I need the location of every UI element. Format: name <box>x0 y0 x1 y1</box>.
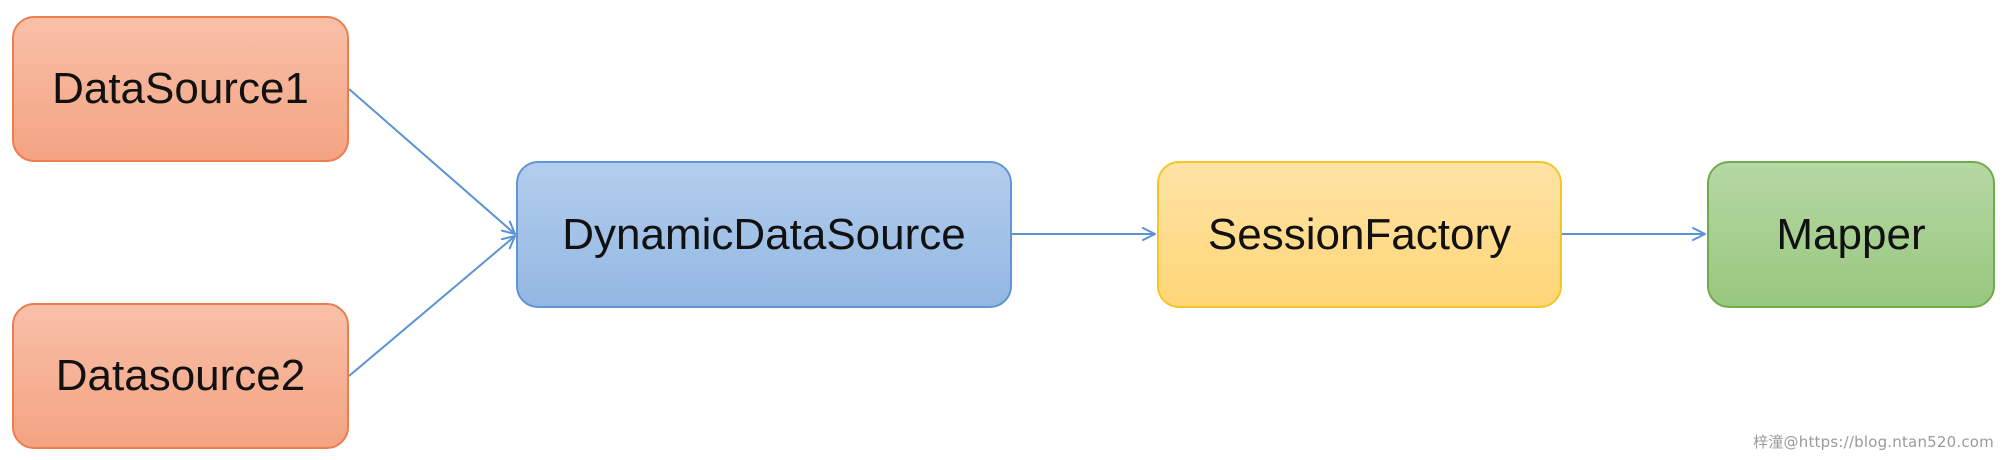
watermark-text: 梓潼@https://blog.ntan520.com <box>1753 433 1994 451</box>
dynamic-datasource-node: DynamicDataSource <box>516 161 1012 308</box>
datasource2-node: Datasource2 <box>12 303 349 449</box>
datasource1-label: DataSource1 <box>52 64 309 113</box>
session-factory-label: SessionFactory <box>1207 209 1512 259</box>
dynamic-datasource-label: DynamicDataSource <box>562 209 966 259</box>
arrow-datasource2-to-dynamic <box>348 235 516 377</box>
session-factory-node: SessionFactory <box>1157 161 1562 308</box>
arrow-datasource1-to-dynamic <box>348 88 516 235</box>
datasource1-node: DataSource1 <box>12 16 349 162</box>
mapper-label: Mapper <box>1776 209 1926 259</box>
mapper-node: Mapper <box>1707 161 1995 308</box>
datasource2-label: Datasource2 <box>55 351 306 400</box>
